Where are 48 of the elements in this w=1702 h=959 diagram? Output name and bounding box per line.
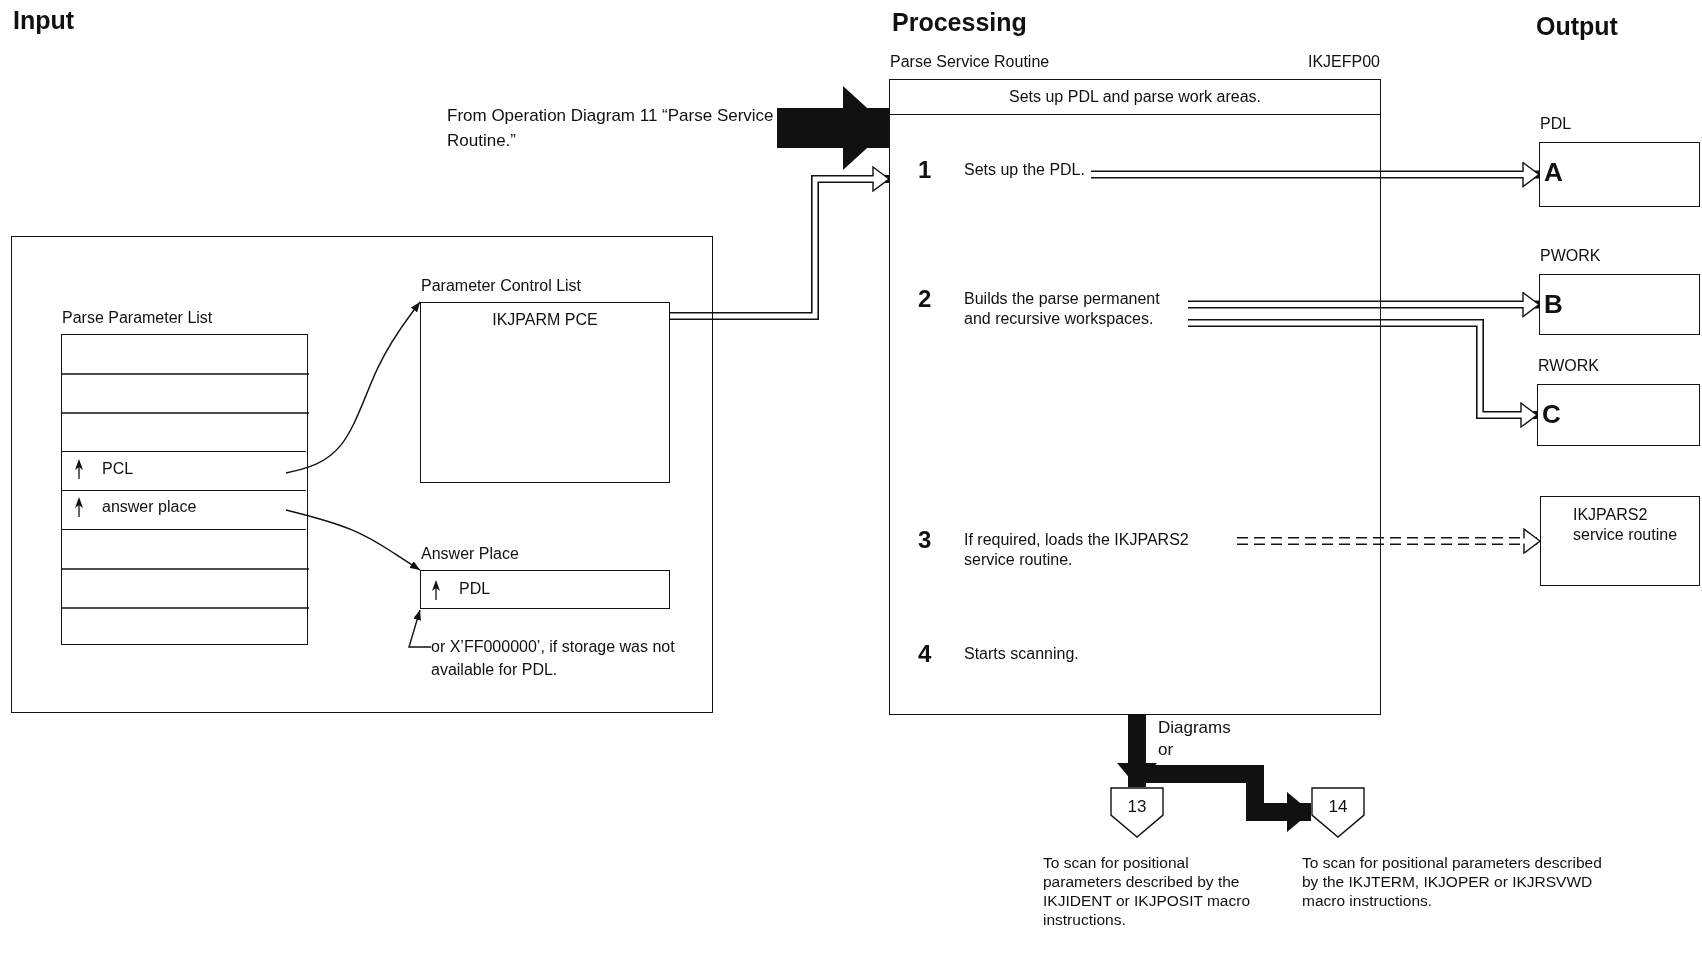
arrow [1188, 319, 1538, 428]
diagram-ref-text: or [1158, 740, 1174, 760]
list-row [62, 451, 306, 491]
box-heading: PDL [1540, 115, 1572, 133]
entry-text: PCL [102, 460, 134, 478]
table-heading: Parse Parameter List [62, 309, 213, 327]
description-text: To scan for positional parameters described by the IKJIDENT or IKJPOSIT macro instructions. [1043, 853, 1251, 929]
box-text: IKJPARM PCE [491, 311, 599, 329]
box-letter: A [1544, 157, 1563, 188]
box-text: PDL [459, 580, 491, 598]
diagram-ref-text: Diagrams [1158, 718, 1231, 738]
routine-box [1540, 496, 1700, 586]
description-text: To scan for positional parameters described by the IKJTERM, IKJOPER or IKJRSVWD macro instructions. [1302, 853, 1602, 910]
entry-text: answer place [102, 498, 197, 516]
box-heading: Parse Service Routine [890, 53, 1050, 71]
pointer-arrow [285, 301, 421, 474]
box-heading: Parameter Control List [421, 277, 582, 295]
input-area-frame [11, 236, 713, 713]
box-text: IKJPARS2 service routine [1573, 505, 1679, 545]
column-heading: Input [13, 6, 75, 35]
step-number: 3 [918, 530, 933, 550]
summary-band: Sets up PDL and parse work areas. [890, 80, 1380, 115]
column-heading: Processing [892, 8, 1027, 37]
source-note: From Operation Diagram 11 “Parse Service Routine.” [447, 104, 777, 154]
arrow [1188, 291, 1540, 318]
step-text: Builds the parse permanent and recursive workspaces. [964, 289, 1161, 329]
leader-arrow [408, 609, 432, 648]
box-heading: PWORK [1540, 247, 1601, 265]
box-letter: C [1542, 399, 1561, 430]
box-heading: Answer Place [421, 545, 519, 563]
column-heading: Output [1536, 12, 1618, 41]
arrow [777, 86, 889, 170]
arrow [670, 166, 890, 320]
module-name: IKJEFP00 [1307, 53, 1380, 71]
box-letter: B [1544, 289, 1563, 320]
connector-number: 13 [1126, 797, 1148, 817]
step-number: 1 [918, 160, 933, 180]
step-number: 2 [918, 289, 933, 309]
step-text: Starts scanning. [964, 644, 1079, 664]
connector-number: 14 [1327, 797, 1349, 817]
arrow [1237, 528, 1541, 554]
step-number: 4 [918, 644, 933, 664]
arrow [1090, 161, 1540, 188]
step-text: Sets up the PDL. [964, 160, 1085, 180]
box-heading: RWORK [1538, 357, 1600, 375]
pointer-arrow [285, 509, 421, 571]
step-text: If required, loads the IKJPARS2 service routine. [964, 530, 1190, 570]
note-text: or X’FF000000’, if storage was not available for PDL. [431, 635, 681, 682]
